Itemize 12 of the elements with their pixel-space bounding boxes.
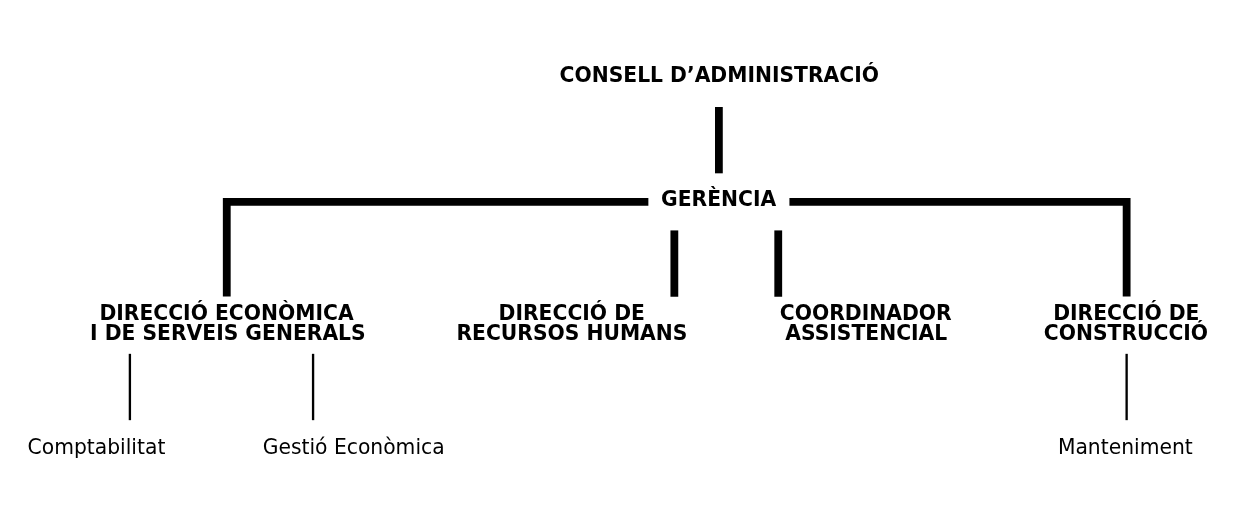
node-text: GERÈNCIA (661, 186, 777, 211)
connector (128, 353, 132, 420)
node-text: CONSELL D’ADMINISTRACIÓ (559, 62, 879, 87)
node-text: DIRECCIÓ ECONÒMICA I DE SERVEIS GENERALS (90, 300, 366, 345)
node-text: Gestió Econòmica (262, 434, 445, 459)
connector (311, 353, 315, 420)
node-text: DIRECCIÓ DE CONSTRUCCIÓ (1043, 300, 1209, 345)
node-text: Comptabilitat (27, 434, 166, 459)
connector (1125, 353, 1128, 420)
node-text: Manteniment (1057, 434, 1193, 459)
node-text: DIRECCIÓ DE RECURSOS HUMANS (456, 300, 688, 345)
node-text: COORDINADOR ASSISTENCIAL (779, 300, 952, 345)
